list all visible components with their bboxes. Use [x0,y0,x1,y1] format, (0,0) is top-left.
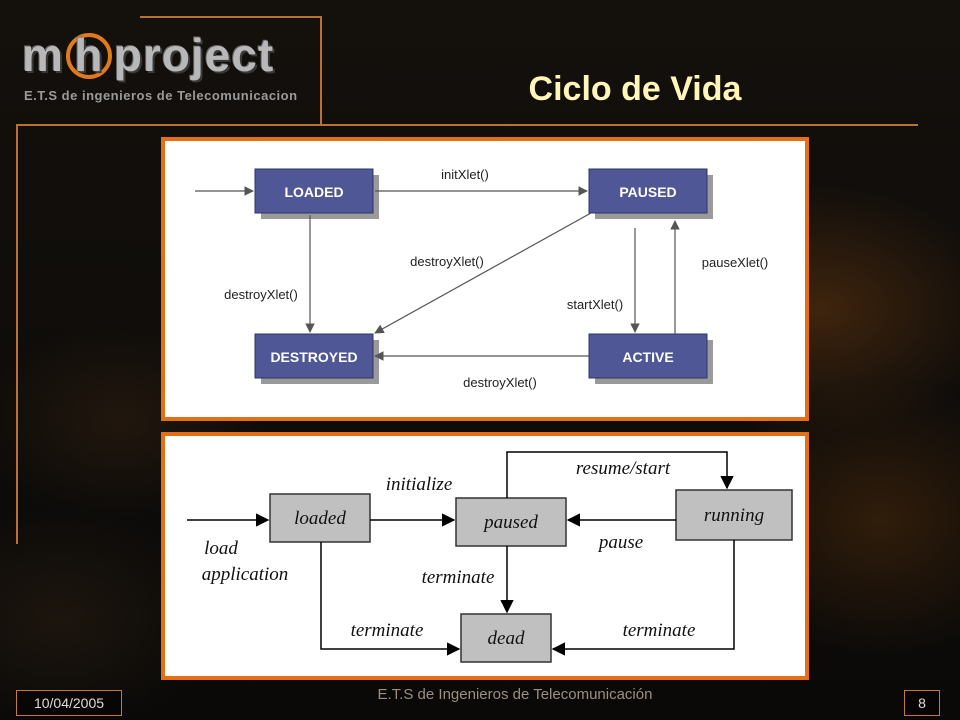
terminate-running-arrow [551,540,735,656]
start-label: startXlet() [567,297,623,312]
state-dead [460,613,552,663]
state-paused [588,168,708,214]
slide-title: Ciclo de Vida [528,70,742,108]
init-label: initXlet() [441,167,489,182]
state-running [675,489,793,541]
state-loaded-2-label: loaded [294,508,346,529]
logo-subtitle: E.T.S de ingenieros de Telecomunicacion [24,88,298,103]
logo-h-circle: h [65,32,112,79]
loaded-destroy-label: destroyXlet() [224,287,298,302]
state-paused-2 [455,497,567,547]
state-loaded-label: LOADED [284,184,343,200]
pause-label: pauseXlet() [702,255,768,270]
state-loaded [254,168,374,214]
state-dead-label: dead [488,628,525,649]
state-paused-2-label: paused [482,512,538,533]
terminate-paused-label: terminate [422,567,495,588]
paused-destroy-label: destroyXlet() [410,254,484,269]
terminate-loaded-label: terminate [351,620,424,641]
xlet-lifecycle-diagram: LOADED PAUSED DESTROYED ACTIVE initXlet(… [195,167,768,390]
state-running-label: running [704,505,764,526]
xlet-lifecycle-panel: LOADED PAUSED DESTROYED ACTIVE initXlet(… [161,137,809,421]
applet-lifecycle-diagram: loaded paused running dead load applicat… [187,451,793,663]
state-active [588,333,708,379]
logo-prefix: m [22,29,64,81]
state-loaded-2 [269,493,371,543]
terminate-loaded-arrow [320,542,461,656]
state-paused-label: PAUSED [619,184,676,200]
terminate-running-label: terminate [623,620,696,641]
state-destroyed-label: DESTROYED [270,349,357,365]
footer-date: 10/04/2005 [16,690,122,716]
footer-institution: E.T.S de Ingenieros de Telecomunicación [377,686,653,703]
paused-destroy-arrow [374,212,592,334]
applet-lifecycle-panel: loaded paused running dead load applicat… [161,432,809,680]
initialize-label: initialize [386,474,453,495]
state-destroyed [254,333,374,379]
load-label-line1: load [204,538,238,559]
header-rule [16,124,918,126]
logo-rule-horizontal [140,16,322,18]
left-rule [16,124,18,544]
load-label-line2: application [202,564,289,585]
logo-rule-vertical [320,16,322,124]
active-destroy-label: destroyXlet() [463,375,537,390]
logo-suffix: project [113,29,275,81]
state-active-label: ACTIVE [622,349,673,365]
pause-label-2: pause [597,532,643,553]
resume-label: resume/start [576,458,671,479]
resume-arrow [506,451,734,498]
page-number: 8 [904,690,940,716]
